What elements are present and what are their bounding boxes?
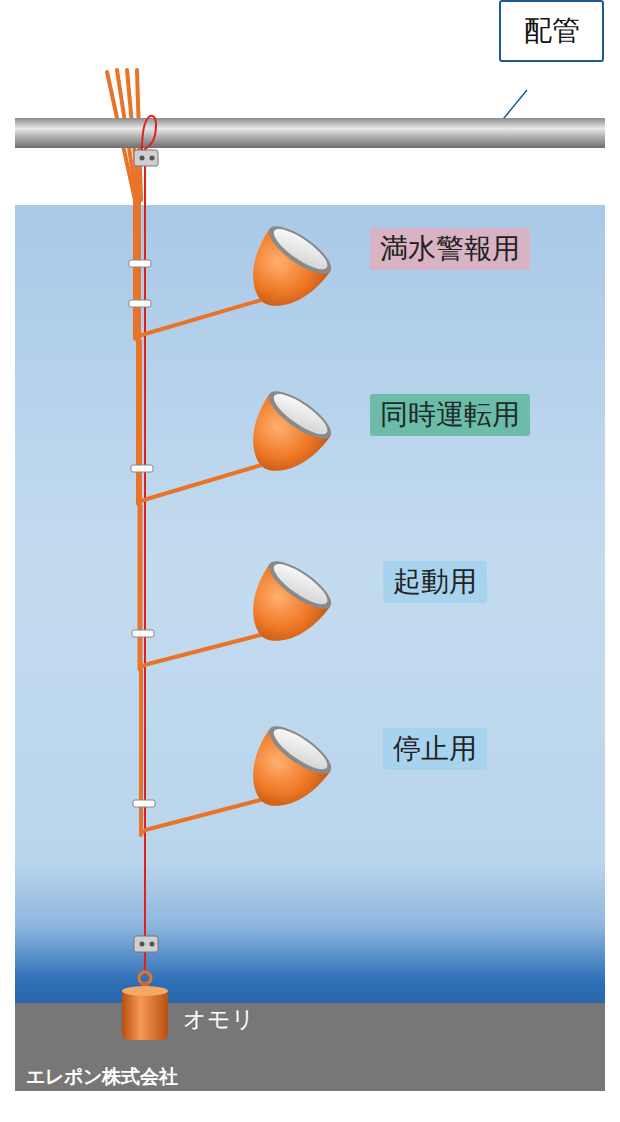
- label-text: 満水警報用: [370, 232, 530, 266]
- weight-label: オモリ: [183, 1004, 255, 1035]
- label-text: 起動用: [383, 565, 487, 599]
- float-label: 起動用: [383, 561, 487, 603]
- label-text: 同時運転用: [370, 398, 530, 432]
- float-label: 同時運転用: [370, 394, 530, 436]
- float-label: 停止用: [383, 728, 487, 770]
- callout-box: 配管: [499, 0, 604, 62]
- label-text: 停止用: [383, 732, 487, 766]
- company-watermark: エレポン株式会社: [26, 1064, 178, 1090]
- float-label: 満水警報用: [370, 228, 530, 270]
- label-text: 配管: [501, 14, 602, 48]
